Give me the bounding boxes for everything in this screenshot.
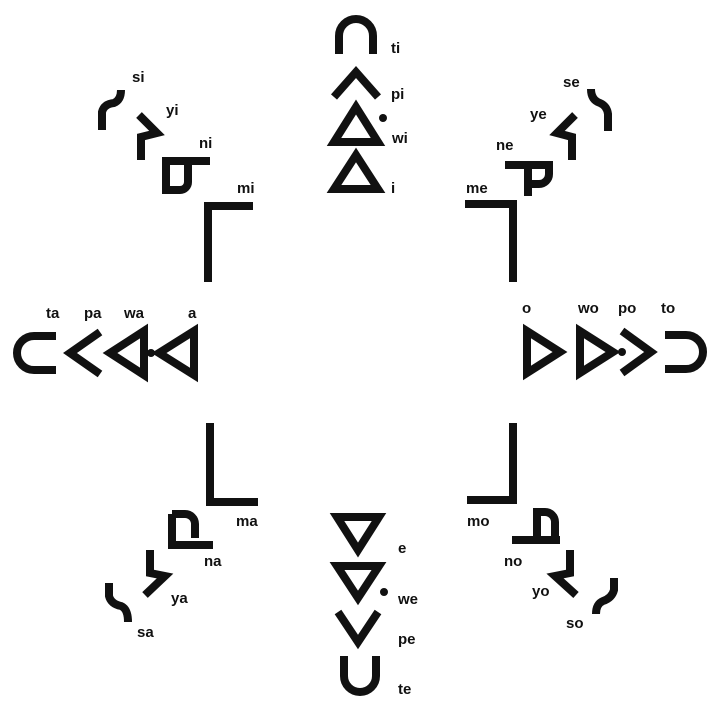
glyph-ye [549,112,578,160]
label-mo: mo [467,513,490,530]
glyph-pa [63,328,103,378]
glyph-pe [334,609,382,650]
label-yo: yo [532,583,550,600]
label-si: si [132,69,145,86]
label-ye: ye [530,106,547,123]
glyph-wo [576,323,626,381]
glyph-o [523,323,568,381]
label-po: po [618,300,636,317]
glyph-ne [505,161,553,196]
glyph-ni [162,157,210,194]
label-a: a [188,305,197,322]
label-ya: ya [171,590,188,607]
glyph-to [665,331,707,373]
glyph-mo [467,423,517,504]
label-te: te [398,681,411,698]
glyph-a [151,323,198,383]
glyph-yi [136,112,165,160]
glyph-i [326,147,386,193]
label-pe: pe [398,631,416,648]
glyph-pi [330,65,382,100]
glyph-we [329,562,388,606]
glyph-me [465,200,517,282]
glyph-ti [335,15,377,54]
label-ta: ta [46,305,60,322]
label-na: na [204,553,222,570]
label-no: no [504,553,522,570]
label-o: o [522,300,531,317]
glyph-na [168,510,213,549]
glyph-se [587,88,612,131]
label-se: se [563,74,580,91]
label-ni: ni [199,135,212,152]
label-pi: pi [391,86,404,103]
glyph-ya [142,550,174,598]
glyph-yo [546,550,579,598]
label-so: so [566,615,584,632]
label-i: i [391,180,395,197]
label-wa: wa [123,305,145,322]
label-sa: sa [137,624,154,641]
label-to: to [661,300,675,317]
glyph-po [619,327,658,377]
glyph-ta [13,332,56,374]
label-me: me [466,180,488,197]
glyph-wi [326,99,387,146]
label-ma: ma [236,513,258,530]
label-mi: mi [237,180,255,197]
label-e: e [398,540,406,557]
glyph-no [512,508,560,544]
glyph-ma [206,423,258,506]
label-wo: wo [577,300,599,317]
glyph-mi [204,202,253,282]
label-wi: wi [391,130,408,147]
glyph-si [98,89,125,130]
glyph-e [329,513,387,558]
label-pa: pa [84,305,102,322]
glyph-wa [102,323,155,383]
label-we: we [397,591,418,608]
label-yi: yi [166,102,179,119]
glyph-sa [105,583,132,623]
glyph-so [592,578,618,615]
glyph-te [340,656,380,696]
label-ne: ne [496,137,514,154]
label-ti: ti [391,40,400,57]
